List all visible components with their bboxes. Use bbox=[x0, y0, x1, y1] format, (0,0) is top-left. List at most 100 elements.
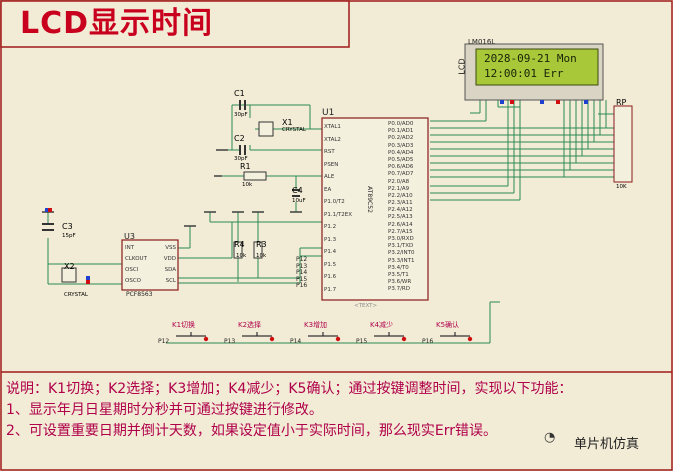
c1-val: 30pF bbox=[234, 112, 248, 118]
c2-val: 30pF bbox=[234, 156, 248, 162]
mcu-left-pin-13: P1.7 bbox=[324, 286, 337, 293]
mcu-left-pin-6: P1.0/T2 bbox=[324, 199, 345, 205]
mcu-right-pin-16: P3.0/RXD bbox=[388, 236, 414, 242]
r3-val: 10k bbox=[256, 253, 267, 259]
caps bbox=[42, 100, 300, 231]
rtc-right-pin-1: VDD bbox=[163, 256, 176, 262]
description-line-1: 说明：K1切换；K2选择；K3增加；K4减少；K5确认；通过按键调整时间，实现以… bbox=[6, 381, 573, 397]
mcu-right-pin-12: P2.4/A12 bbox=[388, 207, 413, 214]
button-symbols bbox=[166, 332, 473, 344]
button-k1-label[interactable]: K1切换 bbox=[172, 321, 196, 329]
mcu-left-pin-5: EA bbox=[324, 186, 332, 193]
mcu-left-pin-12: P1.6 bbox=[324, 274, 337, 280]
button-k2-net: P13 bbox=[224, 338, 236, 345]
net-label-p15: P15 bbox=[296, 275, 308, 283]
x1-ref: X1 bbox=[282, 118, 293, 127]
mcu-right-pin-17: P3.1/TXD bbox=[388, 243, 414, 250]
wires bbox=[47, 100, 614, 344]
lcd-screen bbox=[475, 48, 599, 86]
button-k3-label[interactable]: K3增加 bbox=[304, 321, 328, 329]
mcu-left-pin-11: P1.5 bbox=[324, 261, 337, 268]
button-k4-net: P15 bbox=[356, 338, 368, 345]
r1-ref: R1 bbox=[240, 162, 251, 171]
mcu-right-pin-3: P0.3/AD3 bbox=[388, 142, 414, 149]
mcu-right-pin-2: P0.2/AD2 bbox=[388, 135, 414, 142]
c3-val: 15pF bbox=[62, 233, 76, 239]
mcu-right-pin-20: P3.4/T0 bbox=[388, 264, 409, 271]
c3-ref: C3 bbox=[62, 222, 73, 231]
r4-val: 10k bbox=[236, 253, 247, 259]
net-label-p14: P14 bbox=[296, 269, 308, 276]
mcu-right-pin-7: P0.7/AD7 bbox=[388, 171, 414, 178]
mcu-body bbox=[321, 117, 429, 301]
rp-ref: RP bbox=[616, 98, 627, 107]
rtc-left-pin-2: OSCI bbox=[125, 267, 139, 273]
button-k5-net: P16 bbox=[422, 338, 434, 345]
x2-body bbox=[61, 267, 77, 283]
mcu-left-pin-10: P1.4 bbox=[324, 249, 337, 255]
mcu-left-pin-9: P1.3 bbox=[324, 236, 337, 243]
mcu-right-pin-14: P2.6/A14 bbox=[388, 221, 413, 228]
button-k2-label[interactable]: K2选择 bbox=[238, 321, 262, 329]
rtc-right-pins: VSS VDD SDA SCL bbox=[158, 243, 176, 287]
mcu-right-pin-11: P2.3/A11 bbox=[388, 200, 413, 207]
net-label-p13: P13 bbox=[296, 262, 308, 270]
mcu-right-pin-13: P2.5/A13 bbox=[388, 214, 413, 221]
x2-val: CRYSTAL bbox=[64, 292, 88, 298]
rtc-right-pin-0: VSS bbox=[165, 245, 176, 251]
mcu-right-pin-15: P2.7/A15 bbox=[388, 228, 413, 235]
r3-body bbox=[253, 241, 263, 259]
net-label-p16: P16 bbox=[296, 282, 308, 289]
button-k1-net: P12 bbox=[158, 338, 170, 345]
lcd-side-label: LCD bbox=[457, 58, 467, 75]
mcu-left-pin-1: XTAL2 bbox=[324, 136, 341, 143]
mcu-left-pin-4: ALE bbox=[324, 174, 335, 180]
button-k4-label[interactable]: K4减少 bbox=[370, 321, 394, 329]
r4-body bbox=[233, 241, 243, 259]
rp-val: 10K bbox=[616, 184, 627, 190]
x1-body bbox=[258, 121, 274, 137]
mcu-left-pin-0: XTAL1 bbox=[324, 124, 341, 130]
button-k5-label[interactable]: K5确认 bbox=[436, 321, 460, 329]
mcu-right-pin-1: P0.1/AD1 bbox=[388, 128, 414, 135]
mcu-left-pin-8: P1.2 bbox=[324, 224, 337, 230]
rtc-left-pin-0: INT bbox=[125, 245, 135, 251]
mcu-left-pin-3: PSEN bbox=[324, 161, 339, 168]
wechat-icon: ◔ bbox=[544, 430, 556, 445]
net-label-p12: P12 bbox=[296, 256, 308, 263]
mcu-right-pin-23: P3.7/RD bbox=[388, 286, 410, 293]
rtc-part: PCF8563 bbox=[126, 291, 153, 298]
rtc-left-pin-3: OSCO bbox=[125, 278, 141, 284]
r4-ref: R4 bbox=[234, 240, 245, 249]
mcu-left-pin-7: P1.1/T2EX bbox=[324, 211, 353, 218]
pin-markers bbox=[45, 100, 588, 284]
watermark-text: 单片机仿真 bbox=[574, 437, 640, 452]
lcd-ref: LM016L bbox=[468, 38, 496, 46]
rtc-right-pin-3: SCL bbox=[165, 278, 176, 284]
description-line-2: 1、显示年月日星期时分秒并可通过按键进行修改。 bbox=[6, 402, 323, 418]
rtc-right-pin-2: SDA bbox=[164, 267, 176, 273]
mcu-right-pin-6: P0.6/AD6 bbox=[388, 164, 414, 171]
c4-ref: C4 bbox=[292, 186, 303, 195]
mcu-right-pin-22: P3.6/WR bbox=[388, 279, 412, 286]
mcu-right-pin-19: P3.3/INT1 bbox=[388, 257, 415, 264]
c2-ref: C2 bbox=[234, 134, 245, 143]
description-line-3: 2、可设置重要日期并倒计天数，如果设定值小于实际时间，那么现实Err错误。 bbox=[6, 423, 498, 439]
c1-ref: C1 bbox=[234, 89, 245, 98]
mcu-right-pin-21: P3.5/T1 bbox=[388, 271, 409, 278]
mcu-left-pin-2: RST bbox=[324, 149, 335, 155]
x2-ref: X2 bbox=[64, 262, 75, 271]
button-k3-net: P14 bbox=[290, 338, 302, 345]
mcu-right-pin-5: P0.5/AD5 bbox=[388, 156, 414, 163]
lcd-line-2: 12:00:01 Err bbox=[484, 67, 564, 80]
x1-val: CRYSTAL bbox=[282, 127, 306, 133]
page-title: LCD显示时间 bbox=[20, 6, 214, 41]
lcd-line-1: 2028-09-21 Mon bbox=[484, 52, 577, 65]
r3-ref: R3 bbox=[256, 240, 267, 249]
mcu-right-pin-0: P0.0/AD0 bbox=[388, 121, 414, 127]
